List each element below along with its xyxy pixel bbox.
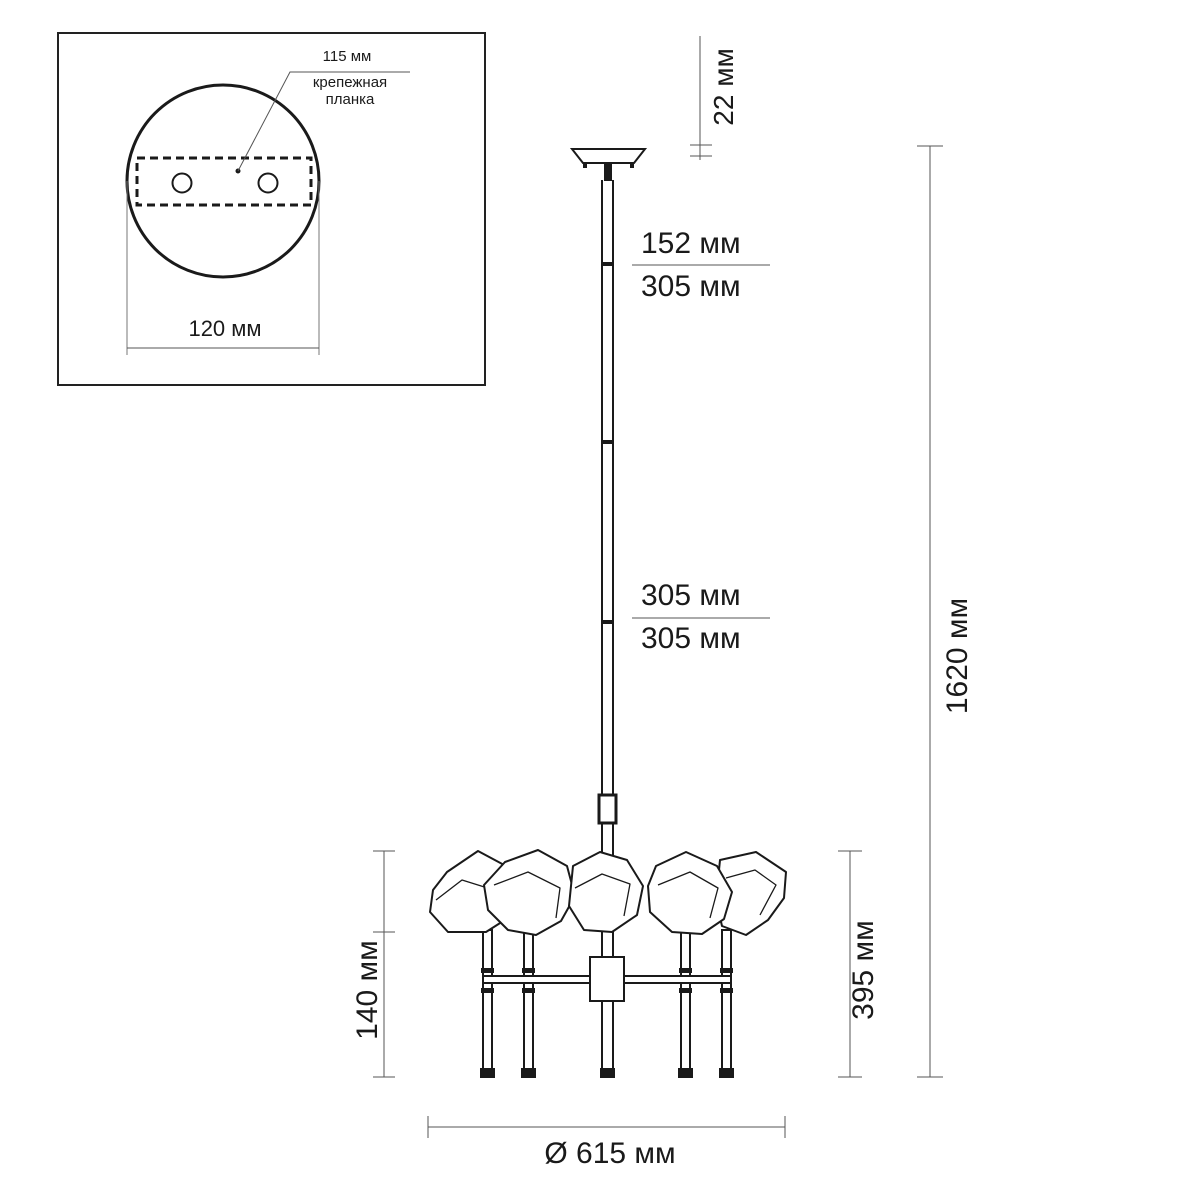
stem-5 — [721, 929, 732, 1073]
rod-segment-2-label: 305 мм — [641, 270, 741, 303]
fixture-frame — [480, 929, 734, 1078]
stem-1 — [482, 929, 493, 1073]
total-height-label: 1620 мм — [941, 597, 974, 715]
inset-frame — [57, 32, 486, 386]
rod-joint-2 — [601, 440, 614, 444]
stem-2 — [523, 929, 534, 1073]
rod-segment-4-label: 305 мм — [641, 622, 741, 655]
mount-hole-left — [171, 172, 193, 194]
rod-joint-3 — [601, 620, 614, 624]
arm-height-label: 140 мм — [351, 940, 384, 1040]
shade-2 — [483, 849, 576, 936]
rod-coupling — [597, 793, 618, 825]
rod-segment-1-label: 152 мм — [641, 227, 741, 260]
rod-joint-1 — [601, 262, 614, 266]
rod-segment-3-label: 305 мм — [641, 579, 741, 612]
canopy-top-view-panel — [57, 32, 486, 386]
mounting-plate-label: крепежная планка — [312, 74, 388, 108]
mount-hole-right — [257, 172, 279, 194]
glass-shades — [429, 849, 787, 936]
fixture-height-label: 395 мм — [847, 920, 880, 1020]
center-hub — [589, 956, 625, 1002]
canopy-diameter-label: 120 мм — [188, 316, 262, 341]
mounting-plate — [135, 156, 313, 207]
ceiling-canopy — [569, 148, 648, 181]
canopy-body — [569, 148, 648, 164]
plate-width-label: 115 мм — [322, 48, 372, 65]
shade-3 — [568, 851, 644, 933]
suspension-rod — [597, 180, 618, 855]
stem-4 — [680, 929, 691, 1073]
diameter-label: Ø 615 мм — [544, 1137, 676, 1170]
canopy-height-label: 22 мм — [708, 48, 739, 126]
plate-leader-line — [237, 71, 410, 172]
dimension-lines — [373, 36, 943, 1138]
